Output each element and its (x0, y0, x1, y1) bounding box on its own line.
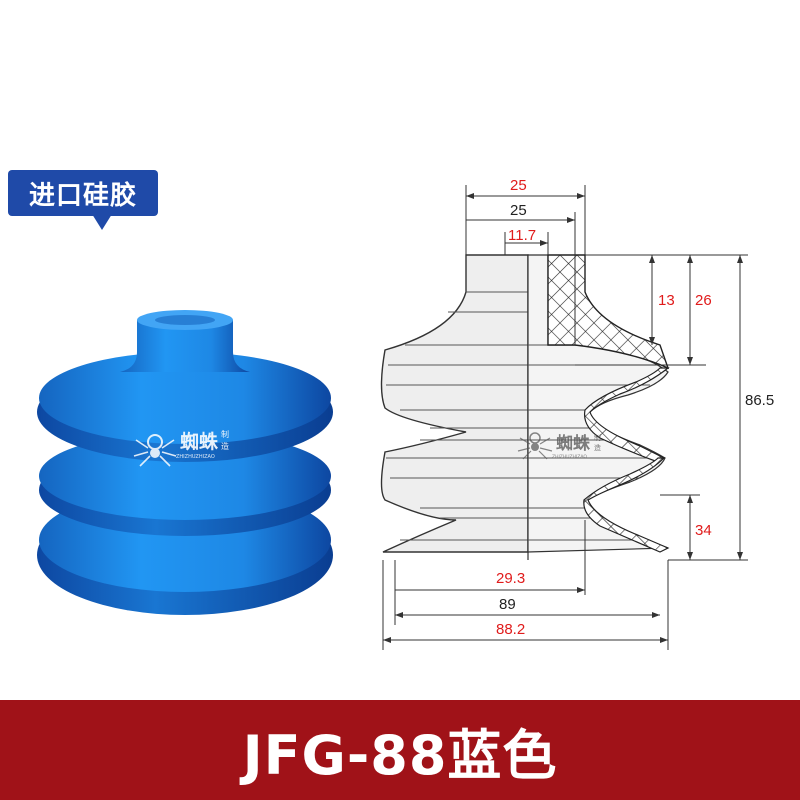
dim-top-width-inner: 25 (510, 202, 527, 219)
dim-bottom-outer: 88.2 (496, 621, 525, 638)
dim-height-total: 86.5 (745, 392, 774, 409)
watermark-brand: 蜘蛛 (180, 430, 218, 453)
diagram-watermark-brand: 蜘蛛 (556, 433, 591, 454)
diagram-watermark-suffix-top: 制 (594, 433, 601, 442)
diagram-watermark-suffix-bottom: 造 (594, 443, 601, 452)
dimension-drawing: 25 25 11.7 13 26 86.5 34 29.3 89 88.2 蜘蛛… (380, 177, 774, 650)
watermark-suffix-bottom: 造 (221, 441, 229, 451)
footer-banner: JFG-88蓝色 (0, 700, 800, 800)
wall-cross-section (547, 254, 670, 370)
dim-bottom-inner: 29.3 (496, 570, 525, 587)
material-badge-label: 进口硅胶 (28, 180, 137, 211)
material-badge: 进口硅胶 (8, 170, 158, 216)
dim-top-width-outer: 25 (510, 177, 527, 194)
product-photo: 蜘蛛 制 造 ZHIZHUZHIZAO (37, 310, 333, 615)
dim-height-upper: 13 (658, 292, 675, 309)
spider-logo-icon (517, 432, 553, 460)
dim-height-neck: 26 (695, 292, 712, 309)
watermark-suffix-top: 制 (221, 429, 229, 439)
bellows-outline-left (380, 254, 529, 553)
material-badge-tail (92, 214, 112, 230)
dim-bottom-mid: 89 (499, 596, 516, 613)
product-model-title: JFG-88蓝色 (242, 723, 558, 787)
diagram-watermark-subtitle: ZHIZHUZHIZAO (552, 454, 587, 460)
watermark-subtitle: ZHIZHUZHIZAO (176, 454, 215, 460)
bellows-neck (120, 320, 250, 372)
dim-height-lower: 34 (695, 522, 712, 539)
spider-logo-icon (133, 434, 177, 467)
dim-top-wall: 11.7 (508, 227, 536, 244)
